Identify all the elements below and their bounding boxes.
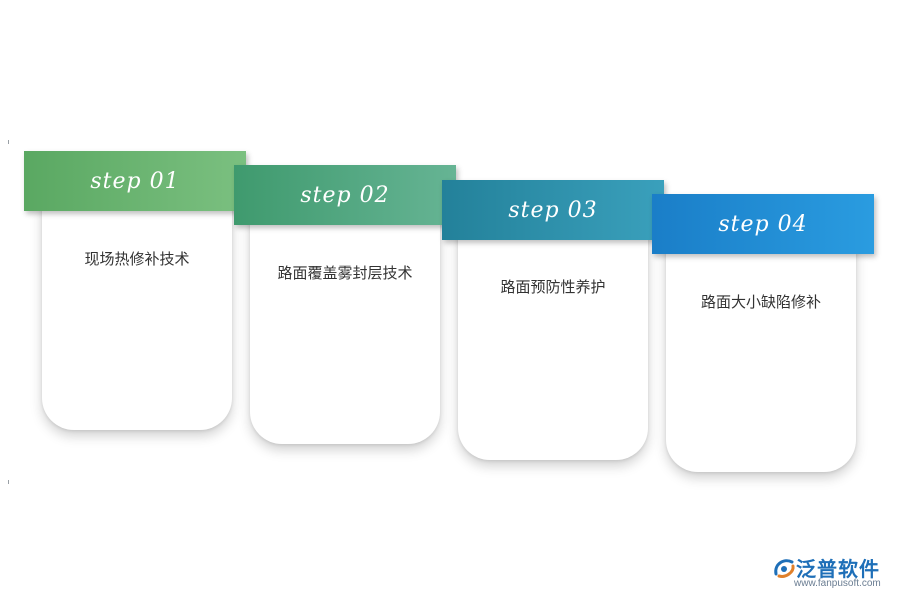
step-text: 路面预防性养护 — [500, 278, 606, 296]
step-banner: step 04 — [652, 194, 874, 254]
step-label: step 02 — [300, 182, 390, 208]
step-label: step 04 — [718, 211, 808, 237]
fanpu-logo-icon — [774, 559, 795, 578]
edge-tick-bottom — [8, 480, 9, 484]
edge-tick-top — [8, 140, 9, 144]
step-banner: step 01 — [24, 151, 246, 211]
step-banner: step 02 — [234, 165, 456, 225]
step-text: 路面覆盖雾封层技术 — [277, 264, 413, 282]
step-label: step 03 — [508, 197, 598, 223]
step-banner: step 03 — [442, 180, 664, 240]
brand-url: www.fanpusoft.com — [794, 578, 881, 589]
brand-logo: 泛普软件 www.fanpusoft.com — [770, 552, 895, 596]
step-text: 路面大小缺陷修补 — [700, 293, 821, 311]
step-label: step 01 — [90, 168, 180, 194]
brand-name: 泛普软件 — [796, 557, 880, 581]
step-text: 现场热修补技术 — [84, 250, 190, 268]
